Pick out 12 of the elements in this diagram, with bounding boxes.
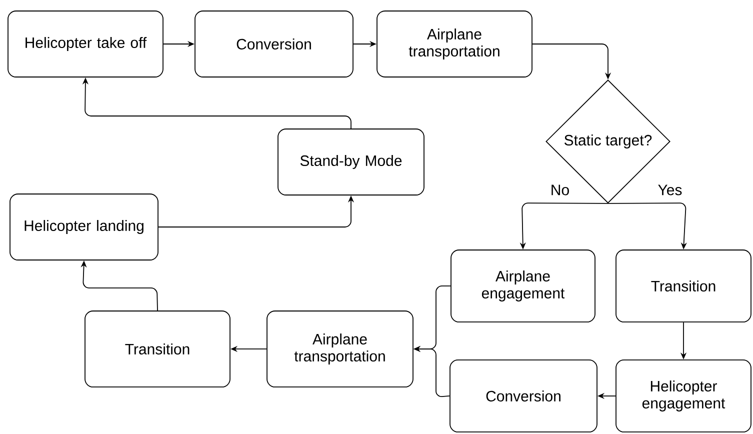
process-box: Helicopter engagement: [616, 360, 752, 432]
process-box: Stand-by Mode: [278, 128, 424, 196]
process-box: Transition: [84, 310, 230, 388]
process-box: Helicopter take off: [8, 10, 164, 78]
edge-label: No: [549, 184, 571, 196]
process-box: Conversion: [194, 10, 354, 78]
process-box: Conversion: [450, 360, 598, 432]
process-box: Helicopter landing: [10, 194, 158, 260]
process-box: Airplane transportation: [266, 310, 414, 388]
process-box: Airplane transportation: [376, 10, 532, 78]
process-box: Transition: [616, 250, 752, 322]
process-box: Airplane engagement: [450, 250, 596, 322]
